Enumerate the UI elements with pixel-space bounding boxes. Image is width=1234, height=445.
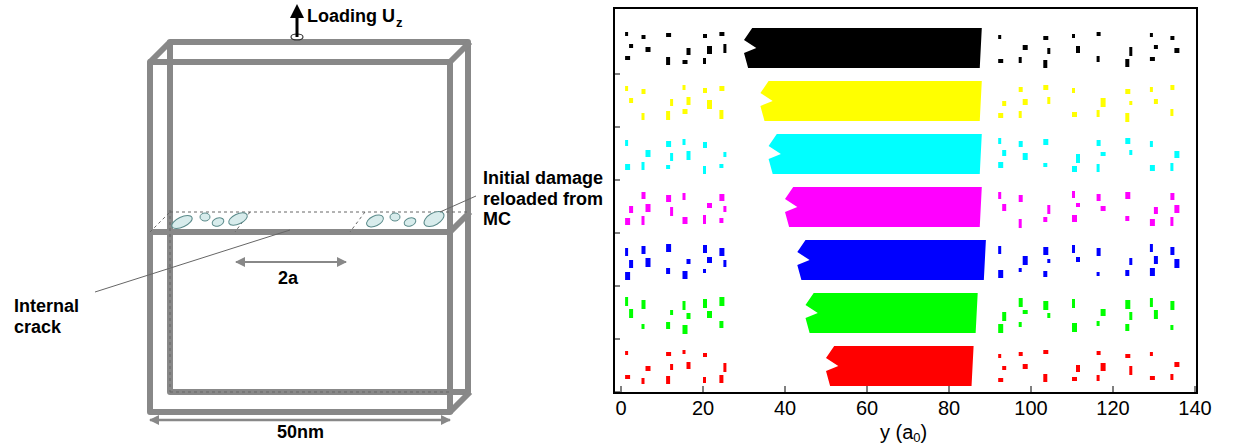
- label: ): [921, 421, 928, 444]
- label: 0: [615, 397, 626, 420]
- label: 50nm: [277, 422, 324, 443]
- damage-plot: [614, 8, 1197, 393]
- label: 20: [692, 397, 714, 420]
- label: 80: [938, 397, 960, 420]
- box-width-arrow: [150, 419, 450, 422]
- leader-line: [440, 196, 476, 212]
- label: 140: [1178, 397, 1211, 420]
- label: 40: [774, 397, 796, 420]
- label: 60: [856, 397, 878, 420]
- sample-box: [150, 42, 470, 412]
- load-arrow: [290, 4, 304, 40]
- damage-band: [625, 81, 1174, 122]
- label: 2a: [278, 268, 298, 289]
- damage-band: [625, 346, 1179, 386]
- label: z: [396, 16, 403, 31]
- label: y (a: [880, 421, 913, 444]
- damage-band: [625, 293, 1174, 334]
- damage-band: [625, 28, 1179, 68]
- crack-plane: [150, 210, 468, 392]
- damage-band: [625, 187, 1179, 228]
- label: 100: [1014, 397, 1047, 420]
- damage-voids: [170, 208, 447, 231]
- label: Internal crack: [14, 296, 104, 337]
- label: 0: [913, 431, 920, 445]
- label: 120: [1096, 397, 1129, 420]
- leader-line: [95, 230, 290, 292]
- damage-band: [625, 134, 1179, 174]
- label: Loading U: [307, 6, 395, 27]
- damage-band: [625, 240, 1179, 280]
- crack-width-arrow: [236, 261, 346, 263]
- label: Initial damage reloaded from MC: [483, 168, 633, 230]
